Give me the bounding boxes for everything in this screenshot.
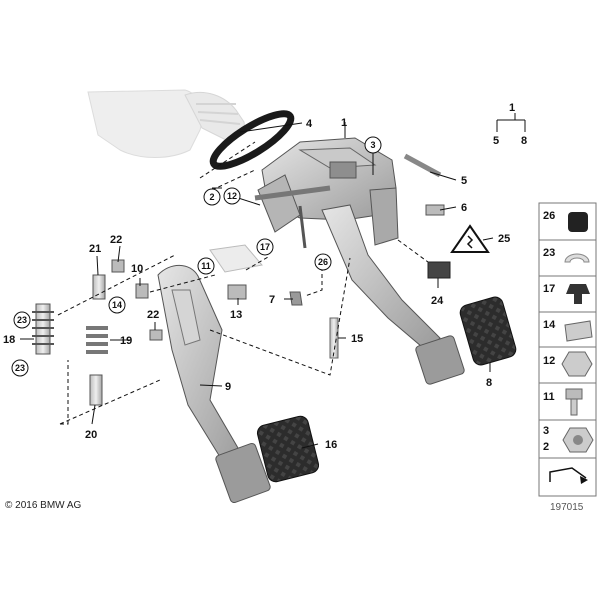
tree-right-label: 8 (521, 135, 527, 147)
callout-17: 17 (260, 242, 270, 252)
callout-16: 16 (325, 439, 337, 451)
ghost-housing (87, 89, 245, 158)
legend-23: 23 (543, 247, 555, 259)
callout-labels: 1 4 5 6 25 24 8 15 16 9 7 13 19 18 22 21… (3, 102, 527, 451)
coil-spring (86, 326, 108, 354)
callout-25: 25 (498, 233, 510, 245)
brake-pedal-pad (459, 296, 517, 366)
tree-root-label: 1 (509, 102, 515, 114)
callout-6: 6 (461, 202, 467, 214)
callout-1: 1 (341, 117, 347, 129)
pedal-bracket (254, 137, 399, 249)
clip-ring-icon (564, 253, 590, 263)
legend-17: 17 (543, 283, 555, 295)
callout-22-top: 22 (110, 234, 122, 246)
callout-23-bottom: 23 (15, 363, 25, 373)
callout-20: 20 (85, 429, 97, 441)
callout-24: 24 (431, 295, 444, 307)
clutch-pedal-arm (157, 264, 271, 504)
spring-clip-icon (564, 320, 593, 342)
legend-26: 26 (543, 210, 555, 222)
legend-12: 12 (543, 355, 555, 367)
callout-10: 10 (131, 263, 143, 275)
reference-number: 197015 (550, 502, 584, 513)
grommet-icon (568, 212, 588, 232)
circled-callouts: 2 12 3 17 11 26 14 23 23 (11, 136, 382, 377)
clip-nut-icon (566, 284, 590, 294)
bolt-parts (89, 153, 451, 406)
callout-12: 12 (227, 191, 237, 201)
legend-14: 14 (543, 319, 556, 331)
callout-13: 13 (230, 309, 242, 321)
tree-left-label: 5 (493, 135, 499, 147)
brake-pedal-arm (321, 204, 465, 385)
callout-21: 21 (89, 243, 101, 255)
callout-2: 2 (209, 192, 214, 202)
clutch-pedal-pad (256, 415, 320, 483)
callout-5: 5 (461, 175, 467, 187)
callout-11: 11 (201, 261, 211, 271)
callout-19: 19 (120, 335, 132, 347)
parts-legend: 26 23 17 14 12 11 3 2 (538, 202, 597, 497)
callout-15: 15 (351, 333, 363, 345)
copyright-text: © 2016 BMW AG (5, 500, 82, 511)
callout-26: 26 (318, 257, 328, 267)
warning-triangle-icon (450, 224, 490, 253)
legend-3: 3 (543, 425, 549, 437)
assembly-arrow-icon (549, 467, 587, 482)
leader-lines (20, 113, 526, 449)
callout-14: 14 (112, 300, 122, 310)
gasket-ring (209, 110, 295, 170)
callout-7: 7 (269, 294, 275, 306)
callout-9: 9 (225, 381, 231, 393)
callout-23-top: 23 (17, 315, 27, 325)
spring-assembly (32, 303, 54, 355)
callout-22-bottom: 22 (147, 309, 159, 321)
callout-18: 18 (3, 334, 15, 346)
legend-11: 11 (543, 391, 555, 403)
legend-2: 2 (543, 441, 549, 453)
callout-3: 3 (370, 140, 375, 150)
callout-8: 8 (486, 377, 492, 389)
hex-nut-icon (561, 351, 593, 377)
callout-4: 4 (306, 118, 313, 130)
bolt-icon (565, 388, 583, 400)
